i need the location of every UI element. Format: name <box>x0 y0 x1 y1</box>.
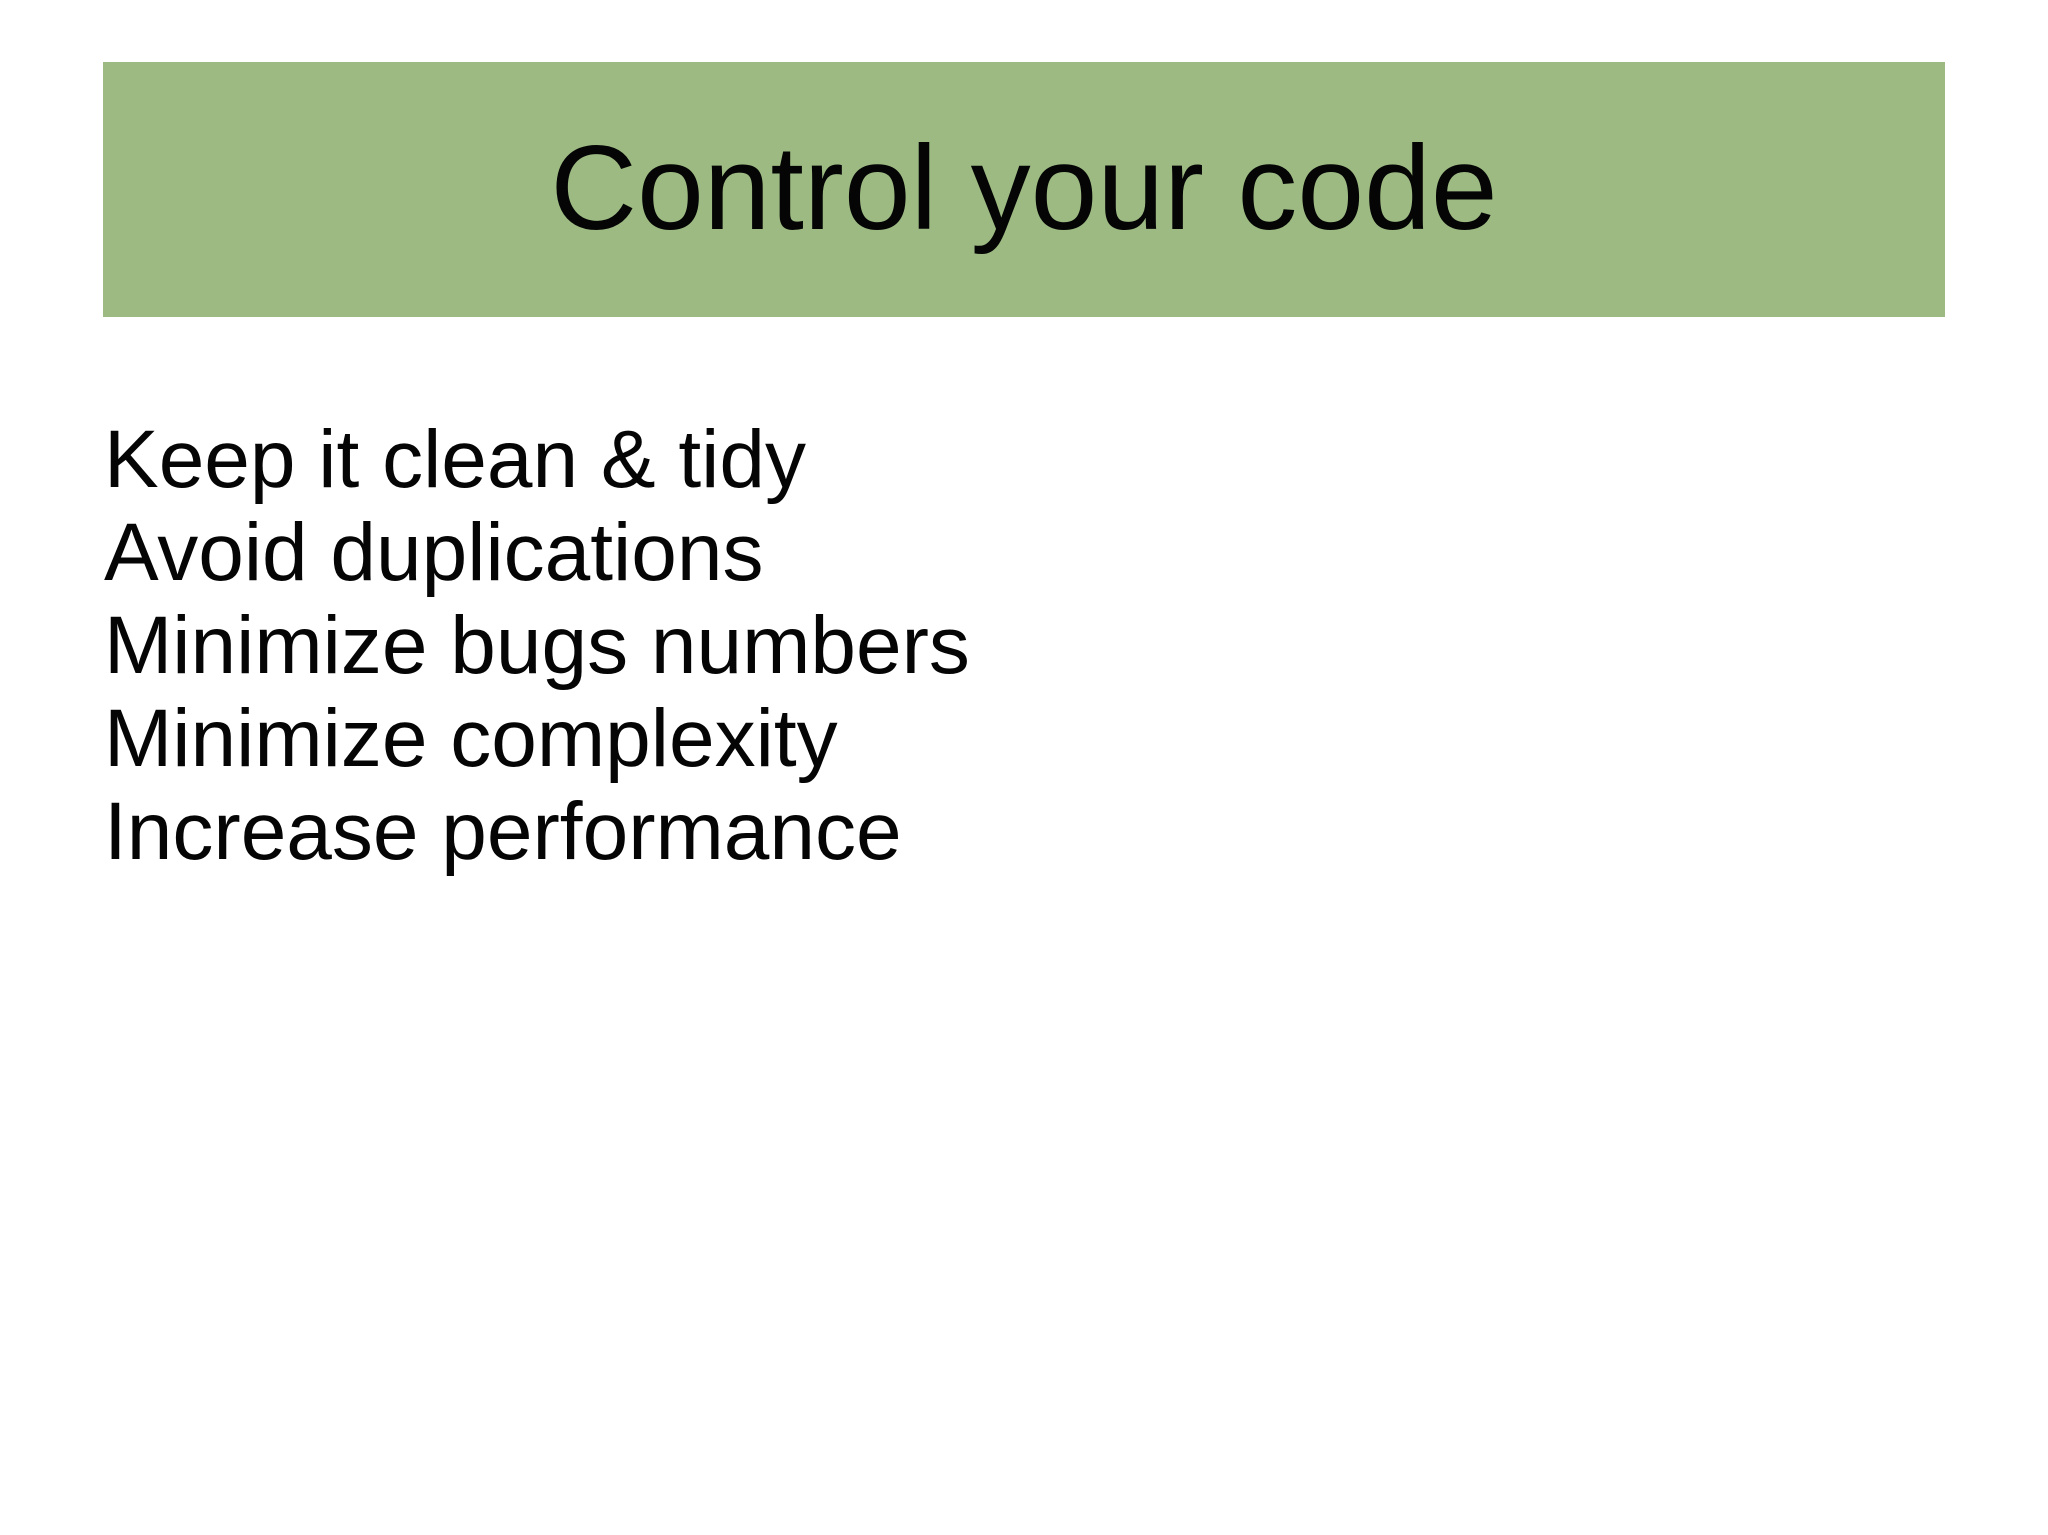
bullet-line: Minimize bugs numbers <box>104 600 970 691</box>
slide-title: Control your code <box>550 120 1498 255</box>
body-text-block: Keep it clean & tidy Avoid duplications … <box>104 413 1904 878</box>
bullet-line: Minimize complexity <box>104 693 838 784</box>
bullet-line: Increase performance <box>104 786 902 877</box>
bullet-line: Keep it clean & tidy <box>104 414 806 505</box>
bullet-line: Avoid duplications <box>104 507 764 598</box>
title-bar: Control your code <box>103 62 1945 317</box>
